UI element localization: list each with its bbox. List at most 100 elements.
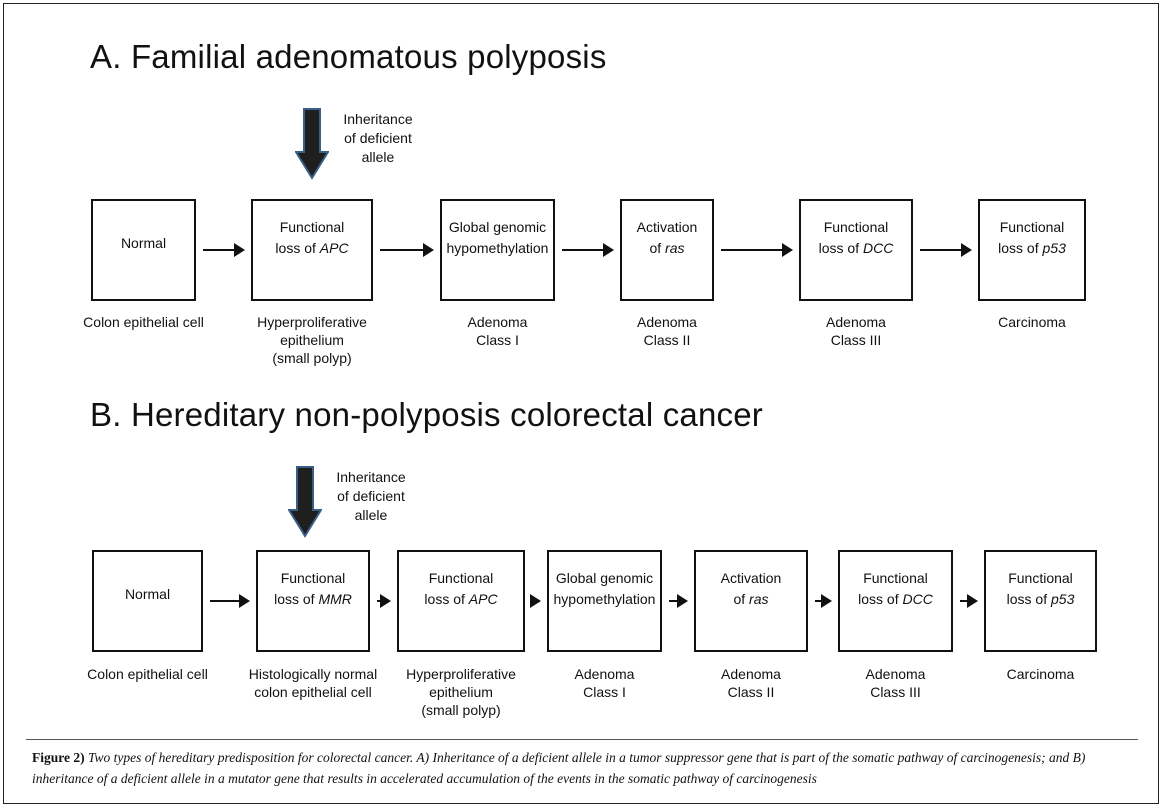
panel-a-stage-box-text: Functional	[823, 219, 889, 235]
panel-b-stage-caption-7: Carcinoma	[961, 665, 1121, 683]
panel-b-stage-caption-text: Class II	[727, 684, 775, 700]
panel-b-down-arrow-icon	[288, 466, 322, 538]
figure-caption-text: Two types of hereditary predisposition f…	[32, 750, 1086, 786]
panel-b-stage-box-6: Functional loss of DCC	[838, 550, 953, 652]
panel-a-stage-caption-text: Class I	[476, 332, 519, 348]
gene-name: APC	[319, 240, 349, 256]
panel-b-title: B. Hereditary non-polyposis colorectal c…	[90, 396, 763, 433]
panel-a-right-arrow-icon	[721, 243, 793, 257]
panel-b-stage-box-3: Functional loss of APC	[397, 550, 525, 652]
figure-frame	[3, 3, 1159, 804]
panel-a-stage-caption-text: (small polyp)	[272, 350, 352, 366]
inheritance-label-line: of deficient	[344, 130, 412, 146]
panel-a-right-arrow-icon	[920, 243, 972, 257]
panel-a-stage-box-3: Global genomic hypomethylation	[440, 199, 555, 301]
panel-b-stage-caption-1: Colon epithelial cell	[68, 665, 228, 683]
panel-b-stage-caption-text: Adenoma	[865, 666, 926, 682]
panel-a-stage-box-text: loss of APC	[275, 240, 349, 256]
panel-a-stage-caption-1: Colon epithelial cell	[64, 313, 224, 331]
panel-a-right-arrow-icon	[380, 243, 434, 257]
panel-b-stage-caption-text: Class III	[870, 684, 921, 700]
panel-b-stage-caption-text: colon epithelial cell	[254, 684, 372, 700]
panel-b-stage-box-text: Functional	[280, 570, 346, 586]
panel-a-stage-box-text: Global genomic	[448, 219, 547, 235]
panel-b-stage-caption-text: Colon epithelial cell	[87, 666, 208, 682]
panel-a-stage-caption-text: Hyperproliferative	[257, 314, 367, 330]
panel-b-stage-caption-text: Hyperproliferative	[406, 666, 516, 682]
panel-a-stage-caption-2: Hyperproliferative epithelium (small polyp…	[232, 313, 392, 367]
inheritance-label-line: allele	[354, 507, 388, 523]
inheritance-label-line: allele	[361, 149, 395, 165]
gene-name: DCC	[902, 591, 933, 607]
panel-b-right-arrow-icon	[377, 594, 391, 608]
panel-a-inheritance-label: Inheritance of deficient allele	[330, 110, 426, 167]
panel-b-stage-box-text: loss of DCC	[858, 591, 933, 607]
figure-caption: Figure 2) Two types of hereditary predis…	[32, 747, 1130, 789]
inheritance-label-line: Inheritance	[343, 111, 413, 127]
panel-b-right-arrow-icon	[960, 594, 978, 608]
panel-b-stage-caption-text: Histologically normal	[248, 666, 378, 682]
panel-b-stage-caption-text: Class I	[583, 684, 626, 700]
panel-b-stage-box-text: hypomethylation	[553, 591, 656, 607]
panel-a-stage-caption-text: Adenoma	[467, 314, 528, 330]
gene-name: p53	[1042, 240, 1066, 256]
panel-b-stage-box-text: loss of p53	[1006, 591, 1075, 607]
panel-a-stage-caption-text: Class III	[830, 332, 882, 348]
panel-a-stage-box-text: loss of p53	[998, 240, 1066, 256]
panel-b-stage-box-2: Functional loss of MMR	[256, 550, 370, 652]
panel-a-stage-caption-text: Carcinoma	[998, 314, 1066, 330]
panel-b-stage-box-text: Global genomic	[555, 570, 654, 586]
panel-a-right-arrow-icon	[203, 243, 245, 257]
panel-a-stage-box-text: loss of DCC	[818, 240, 894, 256]
inheritance-label-line: Inheritance	[336, 469, 406, 485]
panel-a-down-arrow-icon	[295, 108, 329, 180]
gene-name: APC	[468, 591, 498, 607]
panel-b-right-arrow-icon	[210, 594, 250, 608]
panel-a-stage-box-text: Activation	[636, 219, 698, 235]
caption-divider	[26, 739, 1138, 740]
panel-a-stage-box-text: Functional	[279, 219, 345, 235]
panel-a-stage-caption-text: Adenoma	[637, 314, 697, 330]
panel-b-stage-box-4: Global genomic hypomethylation	[547, 550, 662, 652]
panel-b-stage-box-text: Functional	[1008, 570, 1073, 586]
panel-b-stage-box-1: Normal	[92, 550, 203, 652]
panel-b-stage-box-5: Activation of ras	[694, 550, 808, 652]
panel-a-stage-box-1: Normal	[91, 199, 196, 301]
panel-b-stage-caption-2: Histologically normal colon epithelial ce…	[233, 665, 393, 701]
panel-a-stage-caption-text: Colon epithelial cell	[83, 314, 204, 330]
panel-b-stage-caption-text: Adenoma	[721, 666, 781, 682]
panel-a-stage-box-5: Functional loss of DCC	[799, 199, 913, 301]
panel-b-stage-box-text: Activation	[720, 570, 782, 586]
panel-b-right-arrow-icon	[669, 594, 688, 608]
panel-a-stage-caption-text: epithelium	[280, 332, 344, 348]
panel-b-stage-caption-text: epithelium	[429, 684, 493, 700]
panel-b-right-arrow-icon	[530, 594, 541, 608]
panel-a-stage-caption-text: Class II	[643, 332, 691, 348]
panel-b-stage-box-text: Functional	[428, 570, 494, 586]
panel-b-stage-box-text: Functional	[863, 570, 928, 586]
panel-a-stage-caption-6: Carcinoma	[952, 313, 1112, 331]
panel-b-stage-box-text: loss of APC	[424, 591, 498, 607]
gene-name: p53	[1051, 591, 1075, 607]
panel-b-stage-box-text: Normal	[124, 585, 171, 602]
gene-name: DCC	[863, 240, 894, 256]
panel-a-stage-box-4: Activation of ras	[620, 199, 714, 301]
gene-name: ras	[749, 591, 769, 607]
panel-a-stage-box-text: Functional	[999, 219, 1065, 235]
panel-a-right-arrow-icon	[562, 243, 614, 257]
panel-a-stage-box-text: hypomethylation	[446, 240, 549, 256]
panel-a-stage-box-text: of ras	[649, 240, 685, 256]
panel-b-stage-caption-text: Adenoma	[574, 666, 635, 682]
panel-b-stage-box-text: loss of MMR	[274, 591, 352, 607]
panel-a-stage-caption-text: Adenoma	[826, 314, 886, 330]
gene-name: ras	[665, 240, 685, 256]
panel-a-stage-box-6: Functional loss of p53	[978, 199, 1086, 301]
gene-name: MMR	[318, 591, 352, 607]
panel-b-stage-box-text: of ras	[733, 591, 769, 607]
